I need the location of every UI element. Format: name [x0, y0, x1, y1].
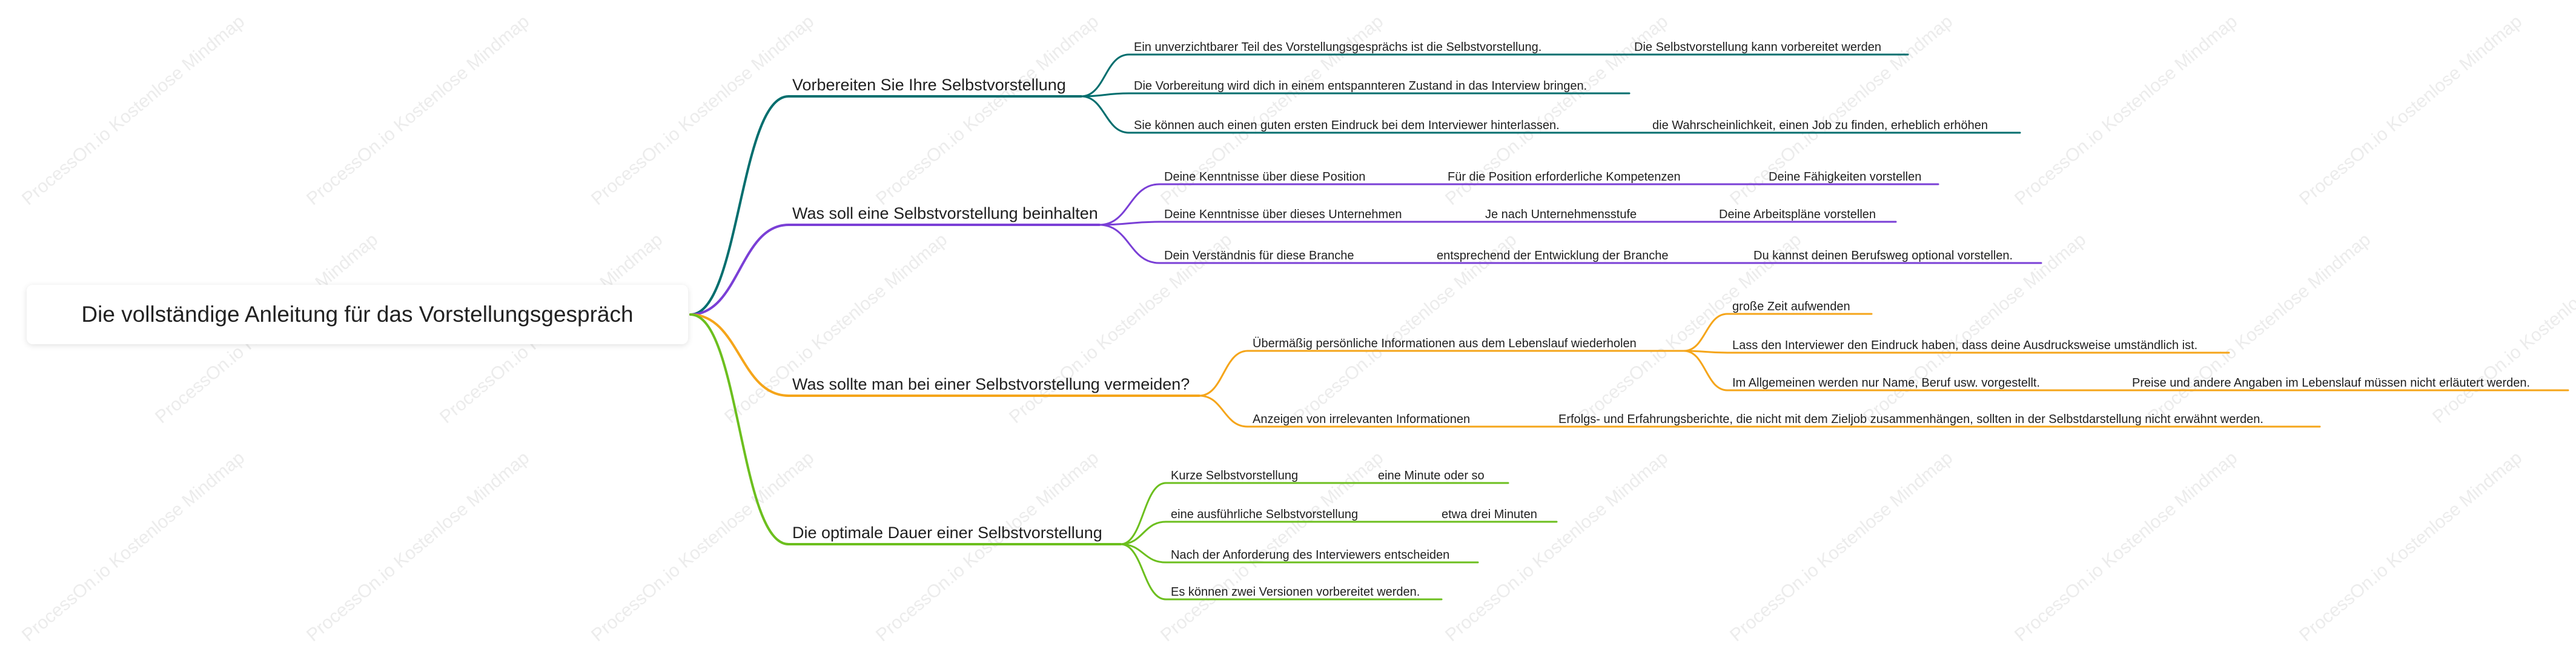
- subtopic[interactable]: eine ausführliche Selbstvorstellung: [1171, 508, 1359, 521]
- subtopic-connector: [1080, 95, 1130, 134]
- subtopic[interactable]: Kurze Selbstvorstellung: [1171, 469, 1299, 482]
- branch-topic-3[interactable]: Was sollte man bei einer Selbstvorstellu…: [792, 375, 1190, 393]
- detail-topic[interactable]: Erfolgs- und Erfahrungsberichte, die nic…: [1558, 413, 2263, 426]
- root-topic[interactable]: Die vollständige Anleitung für das Vorst…: [27, 285, 688, 344]
- branch-topic-1[interactable]: Vorbereiten Sie Ihre Selbstvorstellung: [792, 76, 1066, 94]
- subtopic[interactable]: Es können zwei Versionen vorbereitet wer…: [1171, 585, 1420, 599]
- branch-topic-2[interactable]: Was soll eine Selbstvorstellung beinhalt…: [792, 204, 1098, 222]
- subtopic[interactable]: Deine Kenntnisse über dieses Unternehmen: [1164, 208, 1402, 221]
- detail-topic[interactable]: Die Selbstvorstellung kann vorbereitet w…: [1634, 41, 1881, 54]
- branch-connector: [689, 95, 790, 316]
- branch-connector: [689, 224, 790, 316]
- detail-topic[interactable]: große Zeit aufwenden: [1732, 300, 1850, 313]
- subtopic-connector: [1119, 543, 1167, 564]
- branch-connector: [689, 313, 790, 545]
- subtopic[interactable]: Anzeigen von irrelevanten Informationen: [1253, 413, 1471, 426]
- detail-topic[interactable]: Im Allgemeinen werden nur Name, Beruf us…: [1732, 376, 2041, 390]
- subtopic-connector: [1198, 350, 1249, 397]
- subtopic-connector: [1119, 521, 1167, 545]
- subtopic-connector: [1080, 92, 1130, 98]
- branch-connector: [689, 313, 790, 397]
- root-topic-label: Die vollständige Anleitung für das Vorst…: [81, 302, 634, 327]
- subtopic[interactable]: Die Vorbereitung wird dich in einem ents…: [1134, 79, 1588, 93]
- subtopic-connector: [1098, 224, 1161, 264]
- detail-connector: [1683, 313, 1729, 352]
- branch-topic-4[interactable]: Die optimale Dauer einer Selbstvorstellu…: [792, 524, 1102, 542]
- subtopic[interactable]: Deine Kenntnisse über diese Position: [1164, 170, 1366, 184]
- subtopic[interactable]: Ein unverzichtbarer Teil des Vorstellung…: [1134, 41, 1542, 54]
- subtopic-connector: [1119, 543, 1167, 601]
- subtopic[interactable]: Übermäßig persönliche Informationen aus …: [1253, 337, 1637, 350]
- subtopic-connector: [1098, 183, 1161, 226]
- mindmap-connectors: [689, 53, 2569, 601]
- subtopic[interactable]: Nach der Anforderung des Interviewers en…: [1171, 548, 1450, 562]
- subtopic-connector: [1198, 395, 1249, 428]
- detail-topic[interactable]: Deine Fähigkeiten vorstellen: [1769, 170, 1922, 184]
- detail-topic[interactable]: etwa drei Minuten: [1442, 508, 1537, 521]
- detail-topic[interactable]: Preise und andere Angaben im Lebenslauf …: [2132, 376, 2531, 390]
- subtopic[interactable]: Dein Verständnis für diese Branche: [1164, 249, 1354, 262]
- detail-topic[interactable]: Lass den Interviewer den Eindruck haben,…: [1732, 339, 2198, 352]
- detail-topic[interactable]: Je nach Unternehmensstufe: [1485, 208, 1637, 221]
- detail-topic[interactable]: die Wahrscheinlichkeit, einen Job zu fin…: [1652, 119, 1988, 132]
- detail-topic[interactable]: Du kannst deinen Berufsweg optional vors…: [1753, 249, 2013, 262]
- detail-topic[interactable]: Deine Arbeitspläne vorstellen: [1719, 208, 1876, 221]
- subtopic[interactable]: Sie können auch einen guten ersten Eindr…: [1134, 119, 1560, 132]
- detail-topic[interactable]: Für die Position erforderliche Kompetenz…: [1448, 170, 1681, 184]
- subtopic-connector: [1098, 221, 1161, 226]
- detail-topic[interactable]: eine Minute oder so: [1378, 469, 1485, 482]
- subtopic-connector: [1119, 482, 1167, 545]
- subtopic-connector: [1080, 53, 1130, 98]
- detail-topic[interactable]: entsprechend der Entwicklung der Branche: [1437, 249, 1669, 262]
- detail-connector: [1683, 350, 1729, 391]
